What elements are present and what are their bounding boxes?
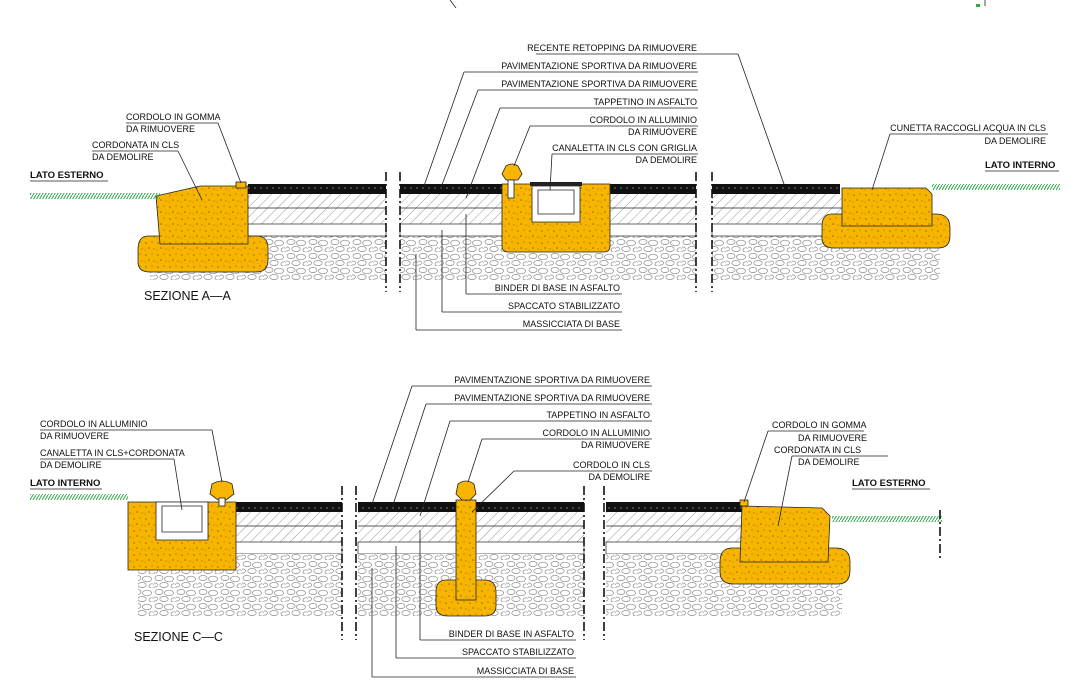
aa-left-footing [137, 235, 269, 273]
aa-title: SEZIONE A—A [144, 289, 231, 303]
cc-label-massicciata: MASSICCIATA DI BASE [477, 666, 574, 676]
aa-side-left: LATO ESTERNO [30, 170, 104, 181]
top-fragment-line [449, 0, 457, 9]
cc-label-gomma-1: CORDOLO IN GOMMA [772, 420, 867, 430]
cc-cordolo-alluminio-left [209, 480, 235, 501]
aa-cordolo-alluminio [501, 163, 523, 181]
cc-label-cordonata-1: CORDONATA IN CLS [774, 445, 861, 455]
cc-cordolo-cls [455, 499, 477, 601]
aa-pavimentazione-left [248, 184, 386, 194]
cc-label-spaccato: SPACCATO STABILIZZATO [462, 647, 574, 657]
aa-label-spaccato: SPACCATO STABILIZZATO [508, 301, 620, 311]
aa-binder-left [248, 194, 386, 224]
aa-label-pav2: PAVIMENTAZIONE SPORTIVA DA RIMUOVERE [501, 79, 697, 89]
cc-binder-right [606, 512, 742, 542]
aa-side-right: LATO INTERNO [985, 160, 1055, 171]
cc-side-left: LATO INTERNO [30, 478, 100, 489]
aa-label-tappetino: TAPPETINO IN ASFALTO [593, 97, 697, 107]
cc-label-gomma-2: DA RIMUOVERE [798, 433, 867, 443]
cc-grass-left [30, 494, 128, 500]
cc-label-cordonata-2: DA DEMOLIRE [798, 457, 860, 467]
aa-label-cordonata-2: DA DEMOLIRE [92, 152, 154, 162]
aa-label-alluminio-2: DA RIMUOVERE [628, 127, 697, 137]
aa-label-cordolo-gomma-1: CORDOLO IN GOMMA [126, 112, 221, 122]
cc-side-right: LATO ESTERNO [852, 478, 926, 489]
cc-label-alluminio-1: CORDOLO IN ALLUMINIO [542, 428, 650, 438]
cc-title: SEZIONE C—C [134, 630, 223, 644]
cc-massicciata-left [138, 568, 342, 616]
aa-label-cordolo-gomma-2: DA RIMUOVERE [126, 124, 195, 134]
aa-spaccato-left [247, 223, 387, 237]
aa-label-cunetta-2: DA DEMOLIRE [984, 136, 1046, 146]
section-cc: LATO INTERNO LATO ESTERNO CORDOLO IN ALL… [30, 375, 942, 678]
aa-label-massicciata: MASSICCIATA DI BASE [523, 319, 620, 329]
cc-label-pav2: PAVIMENTAZIONE SPORTIVA DA RIMUOVERE [454, 393, 650, 403]
aa-cunetta [841, 187, 933, 227]
cc-label-alluminio-l-2: DA RIMUOVERE [40, 431, 109, 441]
aa-label-alluminio-1: CORDOLO IN ALLUMINIO [589, 115, 697, 125]
aa-griglia [530, 182, 582, 186]
top-fragment-grass [976, 4, 980, 7]
cc-pavimentazione-left [234, 502, 342, 512]
cc-cordolo-gomma [739, 499, 749, 507]
cc-binder-left [234, 512, 342, 542]
aa-label-canaletta-1: CANALETTA IN CLS CON GRIGLIA [552, 143, 697, 153]
cc-label-cls-1: CORDOLO IN CLS [573, 460, 650, 470]
cc-label-canaletta-2: DA DEMOLIRE [40, 460, 102, 470]
aa-label-pav1: PAVIMENTAZIONE SPORTIVA DA RIMUOVERE [501, 61, 697, 71]
cc-cordonata-right [739, 505, 831, 563]
cc-label-pav1: PAVIMENTAZIONE SPORTIVA DA RIMUOVERE [454, 375, 650, 385]
cc-label-alluminio-l-1: CORDOLO IN ALLUMINIO [40, 419, 148, 429]
cc-label-tappetino: TAPPETINO IN ASFALTO [546, 410, 650, 420]
aa-label-retopping: RECENTE RETOPPING DA RIMUOVERE [527, 43, 697, 53]
aa-cordonata-left [155, 185, 249, 245]
aa-label-canaletta-2: DA DEMOLIRE [635, 155, 697, 165]
aa-binder-right [712, 194, 842, 224]
section-aa: LATO ESTERNO LATO INTERNO CORDOLO IN GOM… [30, 43, 1060, 331]
aa-label-cordonata-1: CORDONATA IN CLS [92, 140, 179, 150]
cc-grass-right [832, 516, 942, 522]
aa-label-binder: BINDER DI BASE IN ASFALTO [495, 283, 620, 293]
cc-label-alluminio-2: DA RIMUOVERE [581, 440, 650, 450]
cc-pavimentazione-right [606, 502, 744, 512]
cc-cordolo-alluminio [455, 480, 477, 501]
cc-label-cls-2: DA DEMOLIRE [588, 472, 650, 482]
aa-label-cunetta-1: CUNETTA RACCOGLI ACQUA IN CLS [890, 123, 1046, 133]
aa-grass-left [30, 193, 160, 199]
aa-grass-right [932, 184, 1060, 190]
cc-label-canaletta-1: CANALETTA IN CLS+CORDONATA [40, 448, 185, 458]
cc-label-binder: BINDER DI BASE IN ASFALTO [449, 629, 574, 639]
aa-pavimentazione-right [712, 184, 840, 194]
